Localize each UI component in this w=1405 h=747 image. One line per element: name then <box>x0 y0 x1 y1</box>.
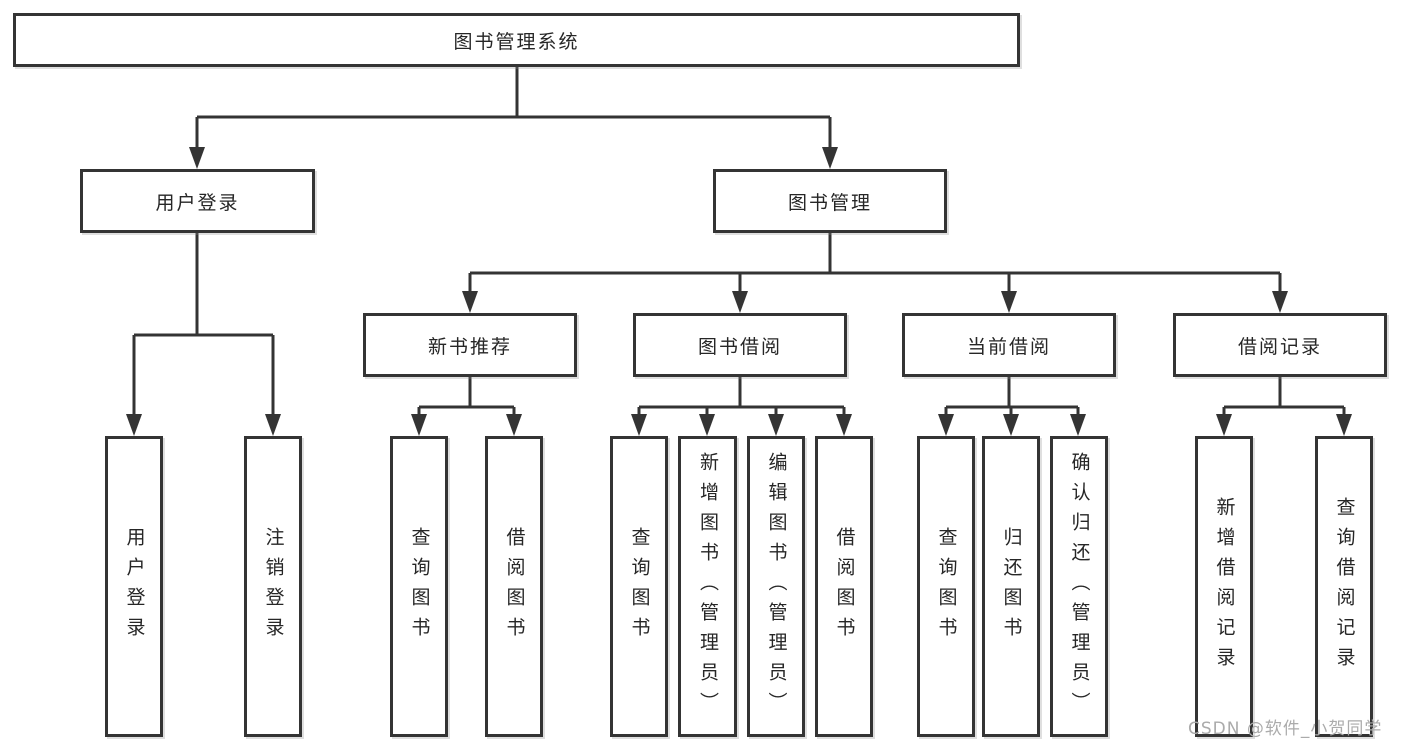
leaf-query-books-current: 查询图书 <box>917 436 975 737</box>
leaf-add-books-admin: 新增图书（管理员） <box>678 436 737 737</box>
node-current-borrowing: 当前借阅 <box>902 313 1116 377</box>
leaf-edit-books-admin: 编辑图书（管理员） <box>747 436 805 737</box>
leaf-return-books: 归还图书 <box>982 436 1040 737</box>
leaf-add-borrow-record: 新增借阅记录 <box>1195 436 1253 737</box>
arrowhead-icons <box>126 147 1352 436</box>
leaf-query-books-recommend: 查询图书 <box>390 436 448 737</box>
node-book-management: 图书管理 <box>713 169 947 233</box>
node-borrowing-records: 借阅记录 <box>1173 313 1387 377</box>
node-book-borrowing: 图书借阅 <box>633 313 847 377</box>
leaf-user-login: 用户登录 <box>105 436 163 737</box>
leaf-confirm-return-admin: 确认归还（管理员） <box>1050 436 1108 737</box>
leaf-logout: 注销登录 <box>244 436 302 737</box>
node-library-management-system: 图书管理系统 <box>13 13 1020 67</box>
csdn-watermark: CSDN @软件_小贺同学 <box>1188 719 1383 739</box>
node-new-book-recommend: 新书推荐 <box>363 313 577 377</box>
leaf-query-borrow-record: 查询借阅记录 <box>1315 436 1373 737</box>
leaf-borrow-books-recommend: 借阅图书 <box>485 436 543 737</box>
leaf-borrow-books: 借阅图书 <box>815 436 873 737</box>
leaf-query-books: 查询图书 <box>610 436 668 737</box>
node-user-login: 用户登录 <box>80 169 315 233</box>
